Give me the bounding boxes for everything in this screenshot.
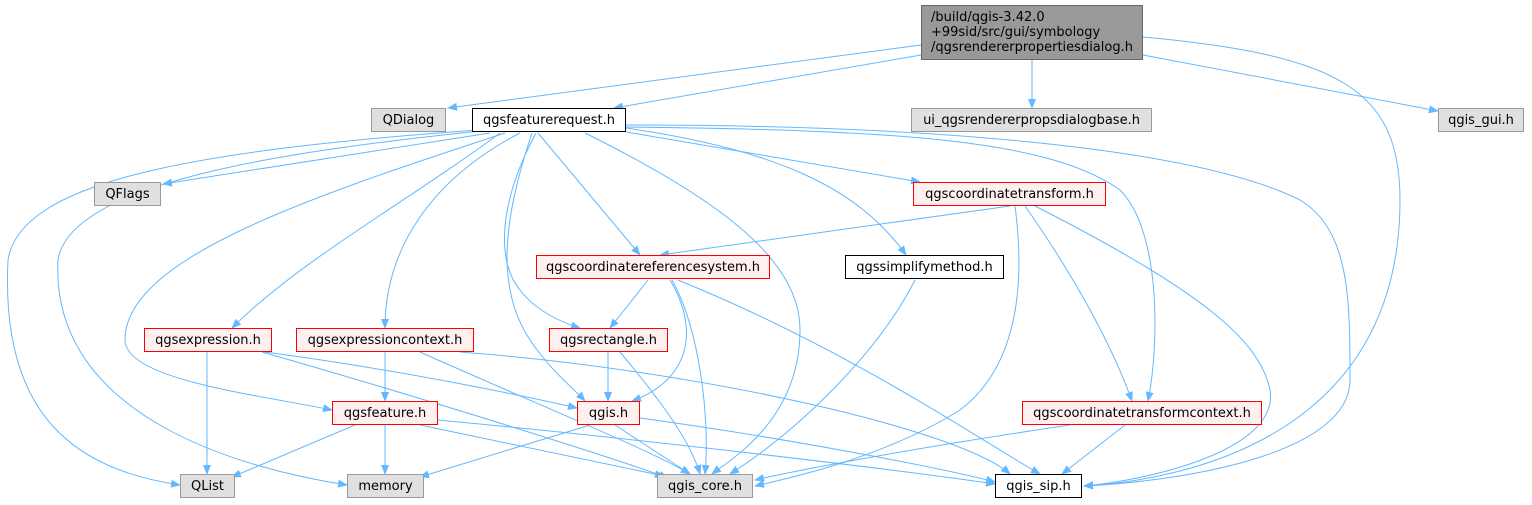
root-path-line-3: /qgsrendererpropertiesdialog.h (931, 40, 1133, 55)
node-qgsexpressioncontext[interactable]: qgsexpressioncontext.h (296, 328, 474, 352)
edge-rect-qgis-core (619, 351, 702, 475)
node-qgsrendererpropertiesdialog: /build/qgis-3.42.0 +99sid/src/gui/symbol… (921, 5, 1143, 60)
edge-ctc-qgis-core (754, 424, 1071, 482)
node-qdialog: QDialog (371, 108, 446, 132)
edge-fr-qgsexpressioncontext (381, 132, 521, 329)
edge-exp-qgis-core (261, 351, 669, 479)
node-qgssimplifymethod[interactable]: qgssimplifymethod.h (845, 255, 1004, 279)
edge-ct-qgis-core (754, 205, 1020, 488)
edge-fr-qgscoordinatetransform (625, 131, 921, 185)
edge-fr-memory (57, 130, 481, 488)
edge-ct-qgscrs (659, 205, 1011, 258)
node-qgsfeaturerequest[interactable]: qgsfeaturerequest.h (472, 108, 626, 132)
edge-root-qgsfeaturerequest (613, 54, 922, 111)
edge-fr-qflags (162, 132, 491, 187)
edge-fr-qgsrectangle (503, 132, 581, 330)
edge-feat-qgis-core (419, 424, 665, 479)
node-qgsfeature[interactable]: qgsfeature.h (332, 401, 438, 425)
node-qgis[interactable]: qgis.h (577, 401, 640, 425)
edge-fr-qlist (6, 129, 479, 488)
edge-fr-qgssimplifymethod (625, 127, 907, 256)
node-memory: memory (347, 474, 424, 498)
edge-ectx-qgis-sip (459, 351, 1011, 475)
node-qgscoordinatereferencesystem[interactable]: qgscoordinatereferencesystem.h (536, 255, 770, 279)
node-qgis-sip: qgis_sip.h (995, 474, 1082, 498)
node-qgscoordinatetransformcontext[interactable]: qgscoordinatetransformcontext.h (1022, 401, 1262, 425)
edge-feat-qlist (231, 424, 356, 478)
edge-feat-qgis-sip (437, 419, 996, 487)
edge-crs-qgsrectangle (609, 279, 649, 329)
edge-fr-qgsfeature (124, 132, 506, 413)
node-qgsrectangle[interactable]: qgsrectangle.h (549, 328, 668, 352)
node-qgis-gui: qgis_gui.h (1438, 108, 1524, 132)
edge-ct-qgsctcontext (1024, 205, 1133, 402)
edge-fr-qgsexpression (231, 132, 501, 329)
edge-ct-qgis-sip (1034, 205, 1271, 490)
edge-sm-qgis-core (729, 279, 916, 475)
edge-fr-qgis-sip (625, 124, 1351, 490)
edge-ctc-qgis-sip (1061, 424, 1126, 475)
node-qgis-core: qgis_core.h (657, 474, 753, 498)
node-ui-qgsrendererpropsdialogbase: ui_qgsrendererpropsdialogbase.h (911, 108, 1152, 132)
edge-fr-qgis-core (584, 132, 801, 475)
edge-fr-qgsctcontext (625, 126, 1156, 402)
edge-qgis-qgis-core (614, 424, 691, 475)
edge-qgis-qgis-sip (639, 417, 996, 484)
edge-root-qgis-sip (1083, 36, 1401, 490)
edge-crs-qgis-sip (677, 279, 1041, 475)
edge-root-qdialog (447, 44, 922, 111)
node-qflags: QFlags (94, 182, 161, 206)
node-qgsexpression[interactable]: qgsexpression.h (144, 328, 272, 352)
node-qgscoordinatetransform[interactable]: qgscoordinatetransform.h (913, 182, 1106, 206)
root-path-line-2: +99sid/src/gui/symbology (931, 25, 1101, 40)
edge-crs-qgis-core (671, 279, 710, 475)
edge-qgis-memory (419, 424, 591, 479)
edge-fr-qgscrs (537, 132, 641, 256)
root-path-line-1: /build/qgis-3.42.0 (931, 10, 1045, 25)
edge-fr-qgis (506, 132, 586, 402)
edge-crs-qgis (631, 279, 687, 402)
node-qlist: QList (180, 474, 235, 498)
edge-exp-qgis (264, 351, 578, 410)
edge-root-qgis-gui (1142, 54, 1439, 114)
